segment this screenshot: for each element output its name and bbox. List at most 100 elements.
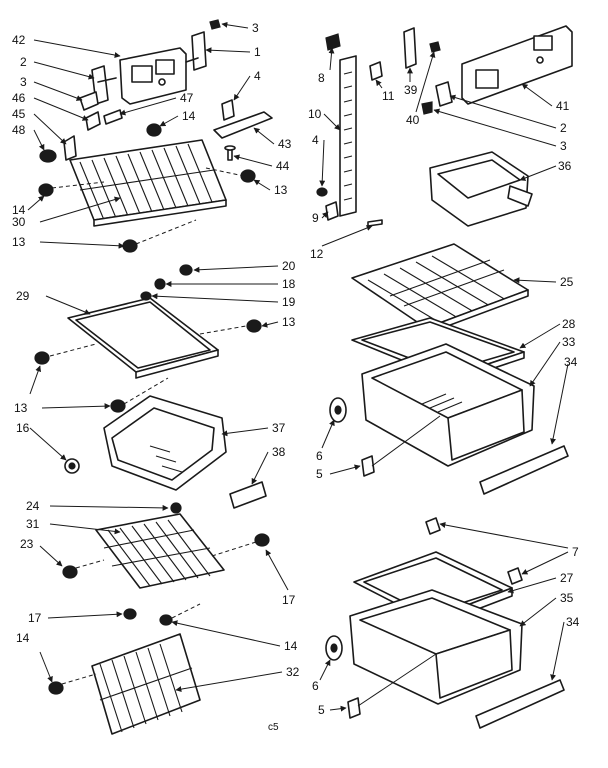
callout-31: 31 — [26, 517, 40, 531]
callout-13: 13 — [14, 401, 28, 415]
callout-34: 34 — [564, 355, 578, 369]
callout-34: 34 — [566, 615, 580, 629]
callout-14: 14 — [12, 203, 26, 217]
callout-44: 44 — [276, 159, 290, 173]
callout-25: 25 — [560, 275, 574, 289]
callout-29: 29 — [16, 289, 30, 303]
callout-47: 47 — [180, 91, 194, 105]
slide-part-5-upper — [361, 455, 375, 477]
callout-33: 33 — [562, 335, 576, 349]
crisper-drawer-part-35 — [349, 589, 523, 705]
screw-part-4-center — [316, 187, 328, 197]
callout-8: 8 — [318, 71, 325, 85]
bulb-part-46 — [85, 111, 101, 131]
crisper-drawer-part-33 — [361, 343, 535, 467]
callout-14: 14 — [284, 639, 298, 653]
callout-3: 3 — [252, 21, 259, 35]
tray-part-36 — [429, 151, 533, 227]
callout-2: 2 — [20, 55, 27, 69]
callout-5: 5 — [318, 703, 325, 717]
crisper-cover-part-25 — [351, 243, 529, 335]
drawer-front-trim-part-34-lower — [475, 679, 565, 729]
callout-38: 38 — [272, 445, 286, 459]
callout-18: 18 — [282, 277, 296, 291]
callout-numbers: 3 42 1 2 3 4 46 47 45 48 14 43 44 14 13 … — [12, 21, 580, 733]
callout-14: 14 — [182, 109, 196, 123]
callout-3: 3 — [20, 75, 27, 89]
callout-43: 43 — [278, 137, 292, 151]
callout-45: 45 — [12, 107, 26, 121]
callout-9: 9 — [312, 211, 319, 225]
bracket-part-1 — [185, 31, 207, 71]
support-part-16 — [64, 458, 80, 474]
leader-lines — [27, 21, 569, 712]
wire-shelf-part-30 — [38, 139, 256, 253]
callout-5: 5 — [316, 467, 323, 481]
callout-4: 4 — [312, 133, 319, 147]
callout-19: 19 — [282, 295, 296, 309]
callout-36: 36 — [558, 159, 572, 173]
callout-23: 23 — [20, 537, 34, 551]
roller-support-part-6-upper — [329, 397, 347, 423]
bracket-part-2-right — [435, 81, 453, 107]
callout-28: 28 — [562, 317, 576, 331]
callout-24: 24 — [26, 499, 40, 513]
callout-30: 30 — [12, 215, 26, 229]
callout-27: 27 — [560, 571, 574, 585]
slide-part-5-lower — [347, 697, 361, 719]
knob-part-48 — [39, 149, 57, 163]
clip-part-9 — [325, 201, 339, 221]
cover-part-43 — [213, 99, 273, 139]
callout-10: 10 — [308, 107, 322, 121]
wire-shelf-part-31 — [48, 502, 270, 695]
clip-part-40 — [429, 41, 441, 53]
callout-40: 40 — [406, 113, 420, 127]
callout-14: 14 — [16, 631, 30, 645]
callout-48: 48 — [12, 123, 26, 137]
screw-part-44 — [224, 145, 236, 161]
callout-32: 32 — [286, 665, 300, 679]
callout-1: 1 — [254, 45, 261, 59]
socket-part-47 — [103, 109, 123, 125]
footer-code: c5 — [268, 722, 279, 733]
roller-support-part-6-lower — [325, 635, 343, 661]
callout-2: 2 — [560, 121, 567, 135]
clip-part-3-left — [79, 91, 99, 111]
callout-17: 17 — [282, 593, 296, 607]
callout-13: 13 — [12, 235, 26, 249]
control-housing-part-42 — [119, 47, 187, 105]
lamp-part-45 — [63, 135, 77, 161]
callout-6: 6 — [312, 679, 319, 693]
trim-part-38 — [229, 481, 267, 509]
callout-11: 11 — [382, 89, 395, 103]
callout-17: 17 — [28, 611, 42, 625]
end-cap-part-8 — [325, 33, 341, 51]
callout-7: 7 — [572, 545, 579, 559]
glass-shelf-part-29 — [34, 264, 262, 413]
callout-16: 16 — [16, 421, 30, 435]
bracket-part-11 — [369, 61, 383, 81]
callout-4: 4 — [254, 69, 261, 83]
callout-39: 39 — [404, 83, 418, 97]
callout-42: 42 — [12, 33, 26, 47]
drawer-front-trim-part-34-upper — [479, 445, 569, 495]
callout-46: 46 — [12, 91, 26, 105]
callout-6: 6 — [316, 449, 323, 463]
shelf-rail-part-10 — [339, 55, 357, 217]
callout-37: 37 — [272, 421, 286, 435]
callout-12: 12 — [310, 247, 324, 261]
callout-41: 41 — [556, 99, 570, 113]
clip-part-7 — [425, 517, 523, 585]
bracket-part-39 — [403, 27, 417, 69]
callout-3: 3 — [560, 139, 567, 153]
callout-35: 35 — [560, 591, 574, 605]
screw-part-12 — [367, 219, 383, 227]
callout-13: 13 — [274, 183, 288, 197]
callout-13: 13 — [282, 315, 296, 329]
callout-20: 20 — [282, 259, 296, 273]
control-housing-part-41 — [461, 25, 573, 105]
screw-part-3-right — [421, 101, 433, 115]
wire-basket-part-32 — [91, 633, 201, 735]
support-part-14-upper — [146, 123, 162, 137]
